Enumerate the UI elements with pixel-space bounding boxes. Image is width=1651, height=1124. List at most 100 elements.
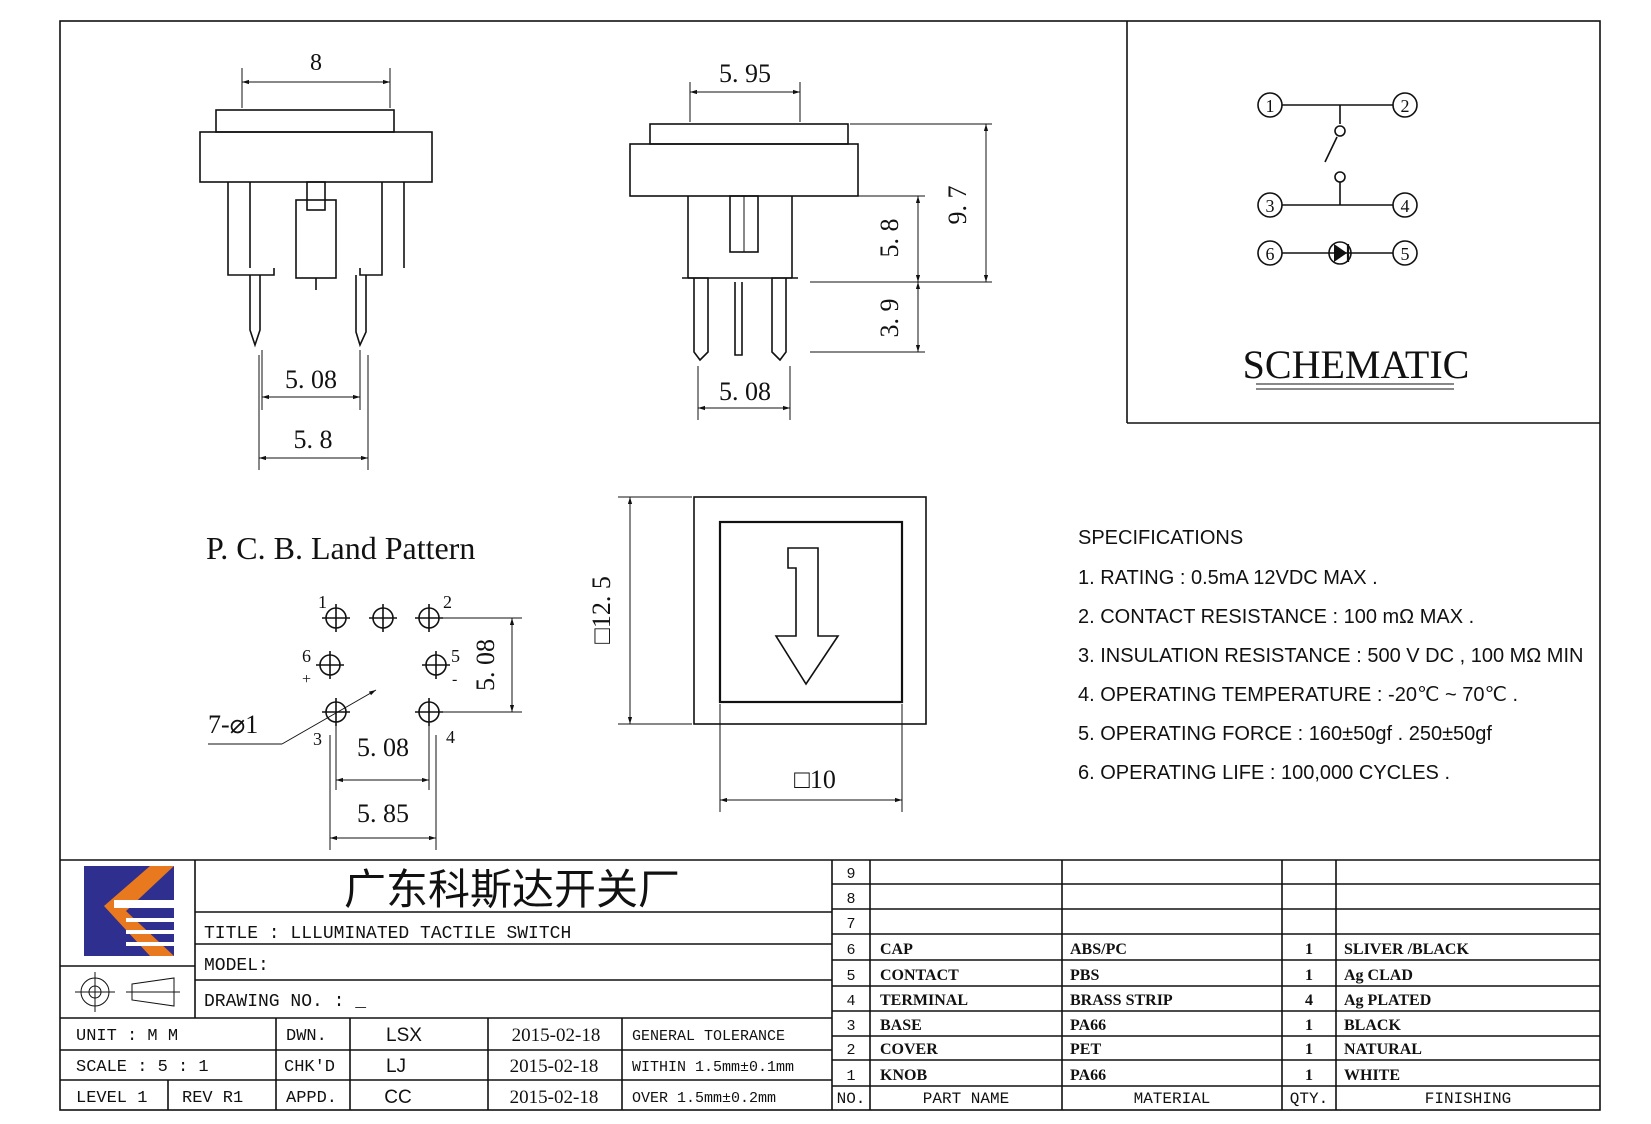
bom-row: 7 xyxy=(846,916,855,933)
schematic-pin-4: 4 xyxy=(1392,192,1418,218)
bom-cell-qty: 1 xyxy=(1305,1067,1313,1084)
bom-cell-no: 8 xyxy=(846,891,855,908)
bom-cell-material: BRASS STRIP xyxy=(1070,992,1173,1009)
projection-symbol-icon xyxy=(75,972,180,1012)
bom-cell-part: KNOB xyxy=(880,1067,927,1084)
dim-pcb-inner: 5. 08 xyxy=(357,733,409,762)
bom-cell-material: ABS/PC xyxy=(1070,941,1127,958)
bom-cell-material: PET xyxy=(1070,1041,1101,1058)
pcb-land-pattern: P. C. B. Land Pattern 1 2 6 + 5 - 3 4 5.… xyxy=(206,530,522,850)
checked-date: 2015-02-18 xyxy=(510,1056,599,1077)
bom-cell-finishing: NATURAL xyxy=(1344,1041,1422,1058)
company-name: 广东科斯达开关厂 xyxy=(344,865,680,914)
arrow-down-icon xyxy=(774,547,840,686)
model-label: MODEL: xyxy=(204,956,269,976)
bom-header-no: NO. xyxy=(837,1090,866,1108)
bom-cell-part: CONTACT xyxy=(880,967,959,984)
pcb-hole-callout: 7-⌀1 xyxy=(208,710,258,739)
schematic-pin-1: 1 xyxy=(1257,92,1283,118)
dim-side-width: 8 xyxy=(310,50,322,76)
pcb-pin-3: 3 xyxy=(313,729,322,749)
bom-header-part: PART NAME xyxy=(923,1090,1009,1108)
bom-header: NO. PART NAME MATERIAL QTY. FINISHING xyxy=(837,1090,1512,1108)
drawing-number-label: DRAWING NO. : _ xyxy=(204,992,366,1012)
svg-text:1: 1 xyxy=(1266,96,1275,116)
drawing-border xyxy=(59,20,1601,1111)
unit-label: UNIT : M M xyxy=(76,1027,178,1046)
bom-cell-material: PA66 xyxy=(1070,1017,1106,1034)
dim-pcb-outer: 5. 85 xyxy=(357,799,409,828)
spec-item-1: 1. RATING : 0.5mA 12VDC MAX . xyxy=(1078,567,1378,589)
bom-cell-material: PA66 xyxy=(1070,1067,1106,1084)
dim-front-width: 5. 95 xyxy=(719,59,771,88)
drawn-label: DWN. xyxy=(286,1027,327,1046)
svg-text:6: 6 xyxy=(1266,244,1275,264)
svg-text:5: 5 xyxy=(1401,244,1410,264)
drawing-title: TITLE : LLLUMINATED TACTILE SWITCH xyxy=(204,924,571,944)
bom-cell-finishing: WHITE xyxy=(1344,1067,1400,1084)
specifications: SPECIFICATIONS 1. RATING : 0.5mA 12VDC M… xyxy=(1078,527,1583,784)
bom-row: 9 xyxy=(846,866,855,883)
scale-label: SCALE : 5 : 1 xyxy=(76,1058,209,1077)
schematic-pin-3: 3 xyxy=(1257,192,1283,218)
dim-front-pin-length: 3. 9 xyxy=(875,299,904,338)
bom-cell-qty: 4 xyxy=(1305,992,1313,1009)
pcb-pin-6: 6 xyxy=(302,646,311,666)
bom-cell-qty: 1 xyxy=(1305,1041,1313,1058)
spec-item-6: 6. OPERATING LIFE : 100,000 CYCLES . xyxy=(1078,762,1450,784)
bom-cell-no: 9 xyxy=(846,866,855,883)
bom-header-material: MATERIAL xyxy=(1134,1090,1211,1108)
tolerance-within: WITHIN 1.5mm±0.1mm xyxy=(632,1059,794,1076)
bom-cell-qty: 1 xyxy=(1305,1017,1313,1034)
bom-cell-finishing: BLACK xyxy=(1344,1017,1401,1034)
spec-item-4: 4. OPERATING TEMPERATURE : -20℃ ~ 70℃ . xyxy=(1078,684,1518,706)
front-view: 5. 95 9. 7 5. 8 3. 9 5. 08 xyxy=(629,59,992,420)
approved-by: CC xyxy=(384,1087,411,1108)
pcb-pin-2: 2 xyxy=(443,592,452,612)
pcb-pin-1: 1 xyxy=(318,592,327,612)
dim-front-height: 9. 7 xyxy=(943,186,972,225)
bom-cell-no: 2 xyxy=(846,1042,855,1059)
pcb-pin-plus: + xyxy=(302,671,311,688)
schematic-pin-2: 2 xyxy=(1392,92,1418,118)
led-icon xyxy=(1328,241,1352,265)
bom-cell-part: BASE xyxy=(880,1017,922,1034)
pcb-pin-minus: - xyxy=(452,671,457,688)
approved-label: APPD. xyxy=(286,1089,337,1108)
side-view: 8 5. 08 5. 8 xyxy=(199,50,433,470)
bom-cell-finishing: SLIVER /BLACK xyxy=(1344,941,1469,958)
bom-cell-qty: 1 xyxy=(1305,967,1313,984)
top-view: □12. 5 □10 xyxy=(587,496,927,812)
approved-date: 2015-02-18 xyxy=(510,1087,599,1108)
company-logo xyxy=(84,866,174,956)
bom-cell-no: 6 xyxy=(846,942,855,959)
dim-front-upper: 5. 8 xyxy=(875,219,904,258)
bom-row: 6 CAP ABS/PC 1 SLIVER /BLACK xyxy=(846,941,1469,959)
bom-header-finishing: FINISHING xyxy=(1425,1090,1511,1108)
bom-row: 8 xyxy=(846,891,855,908)
schematic-panel: 1 2 3 4 6 5 SCHEMATIC xyxy=(1126,21,1600,424)
bom-cell-no: 5 xyxy=(846,968,855,985)
drawn-date: 2015-02-18 xyxy=(512,1025,601,1046)
bom-cell-material: PBS xyxy=(1070,967,1099,984)
bom-cell-no: 7 xyxy=(846,916,855,933)
title-block: 广东科斯达开关厂 TITLE : LLLUMINATED TACTILE SWI… xyxy=(60,859,1600,1110)
bom-cell-part: CAP xyxy=(880,941,913,958)
general-tolerance-label: GENERAL TOLERANCE xyxy=(632,1028,785,1045)
svg-text:3: 3 xyxy=(1266,196,1275,216)
pcb-holes xyxy=(316,604,450,726)
bom-cell-finishing: Ag PLATED xyxy=(1344,992,1431,1009)
bom-cell-no: 3 xyxy=(846,1018,855,1035)
level-label: LEVEL 1 xyxy=(76,1089,147,1108)
schematic-pin-6: 6 xyxy=(1257,240,1283,266)
spec-heading: SPECIFICATIONS xyxy=(1078,527,1243,549)
dim-top-width: □10 xyxy=(794,765,836,794)
bom-cell-qty: 1 xyxy=(1305,941,1313,958)
bom-row: 3 BASE PA66 1 BLACK xyxy=(846,1017,1401,1035)
checked-label: CHK'D xyxy=(284,1058,335,1077)
dim-pcb-vertical: 5. 08 xyxy=(471,639,500,691)
spec-item-3: 3. INSULATION RESISTANCE : 500 V DC , 10… xyxy=(1078,645,1583,667)
